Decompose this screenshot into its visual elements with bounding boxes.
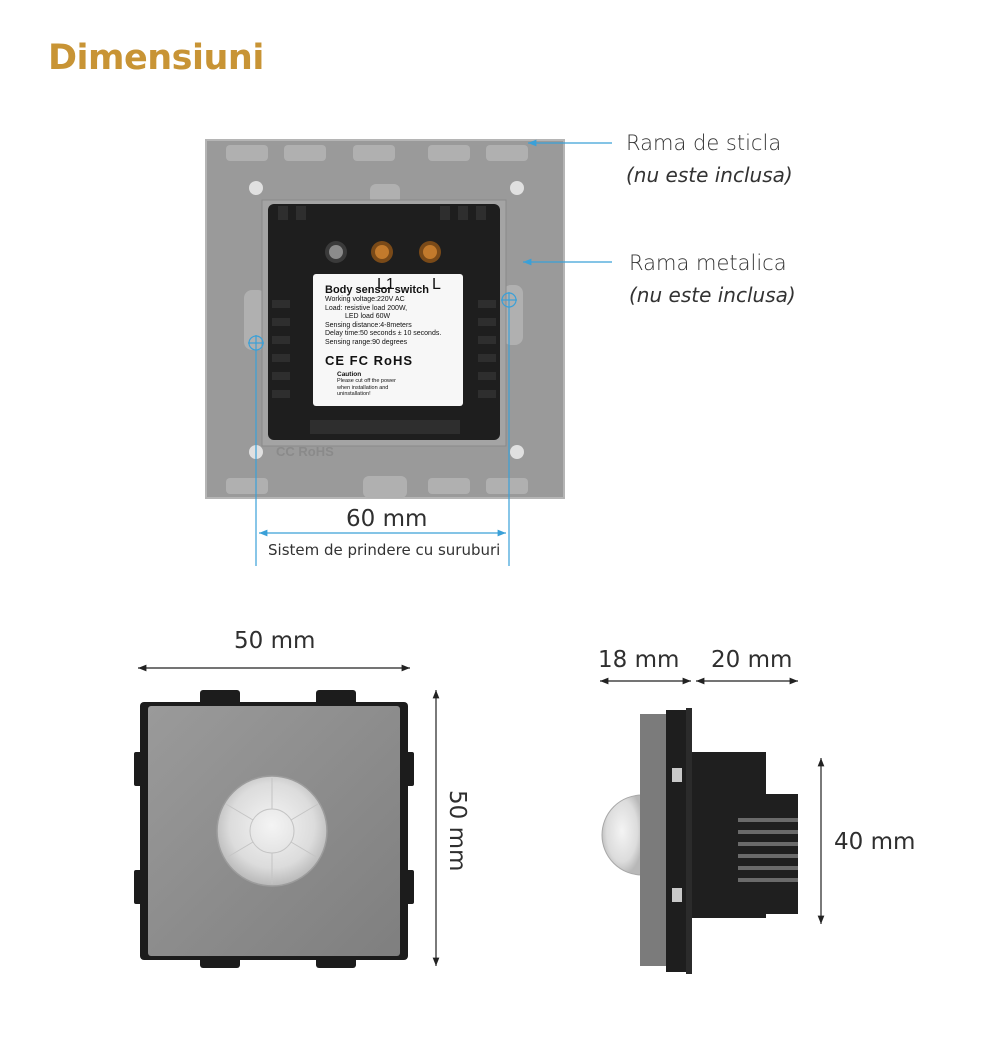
metal-frame-note: (nu este inclusa)	[629, 283, 796, 307]
screw-span-caption: Sistem de prindere cu suruburi	[268, 541, 501, 559]
side-height-value: 40 mm	[834, 829, 916, 855]
label-line: Load: resistive load 200W,	[325, 304, 408, 312]
label-line: Sensing range:90 degrees	[325, 338, 408, 346]
front-width-value: 50 mm	[234, 628, 316, 654]
certification-marks: CE FC RoHS	[325, 353, 413, 368]
label-line: Working voltage:220V AC	[325, 296, 405, 303]
side-view	[600, 677, 825, 974]
front-view	[134, 664, 440, 968]
side-front-depth-value: 18 mm	[598, 647, 680, 673]
label-line: Delay time:50 seconds ± 10 seconds.	[325, 330, 442, 337]
label-line: Sensing distance:4-8meters	[325, 321, 412, 329]
caution-line: when installation and	[337, 384, 389, 391]
terminal-l-label: L	[432, 276, 441, 293]
glass-frame-note: (nu este inclusa)	[626, 163, 793, 187]
caution-title: Caution	[337, 371, 362, 378]
caution-line: uninstallation!	[337, 391, 371, 397]
pir-lens	[216, 775, 328, 887]
side-back-housing	[692, 752, 766, 918]
terminal-l1-label: L1	[377, 276, 395, 293]
screw-span-value: 60 mm	[346, 506, 428, 532]
label-heading: Body sensor switch	[325, 284, 429, 296]
side-face-plate	[640, 714, 670, 966]
page-title: Dimensiuni	[48, 38, 264, 78]
screw-span-dimension	[255, 307, 510, 566]
product-label: Body sensor switch Working voltage:220V …	[313, 274, 463, 406]
glass-frame-callout: Rama de sticla	[626, 131, 782, 155]
side-back-depth-value: 20 mm	[711, 647, 793, 673]
side-pir-lens	[601, 794, 643, 876]
module-vents	[272, 206, 496, 434]
front-height-value: 50 mm	[444, 790, 470, 872]
terminal-screws	[325, 241, 441, 263]
callout-leaders	[523, 139, 612, 266]
caution-line: Please cut off the power	[337, 378, 396, 384]
embossed-marks: CC RoHS	[276, 444, 334, 459]
label-line: LED load 60W	[345, 313, 391, 320]
metal-frame-callout: Rama metalica	[629, 251, 787, 275]
